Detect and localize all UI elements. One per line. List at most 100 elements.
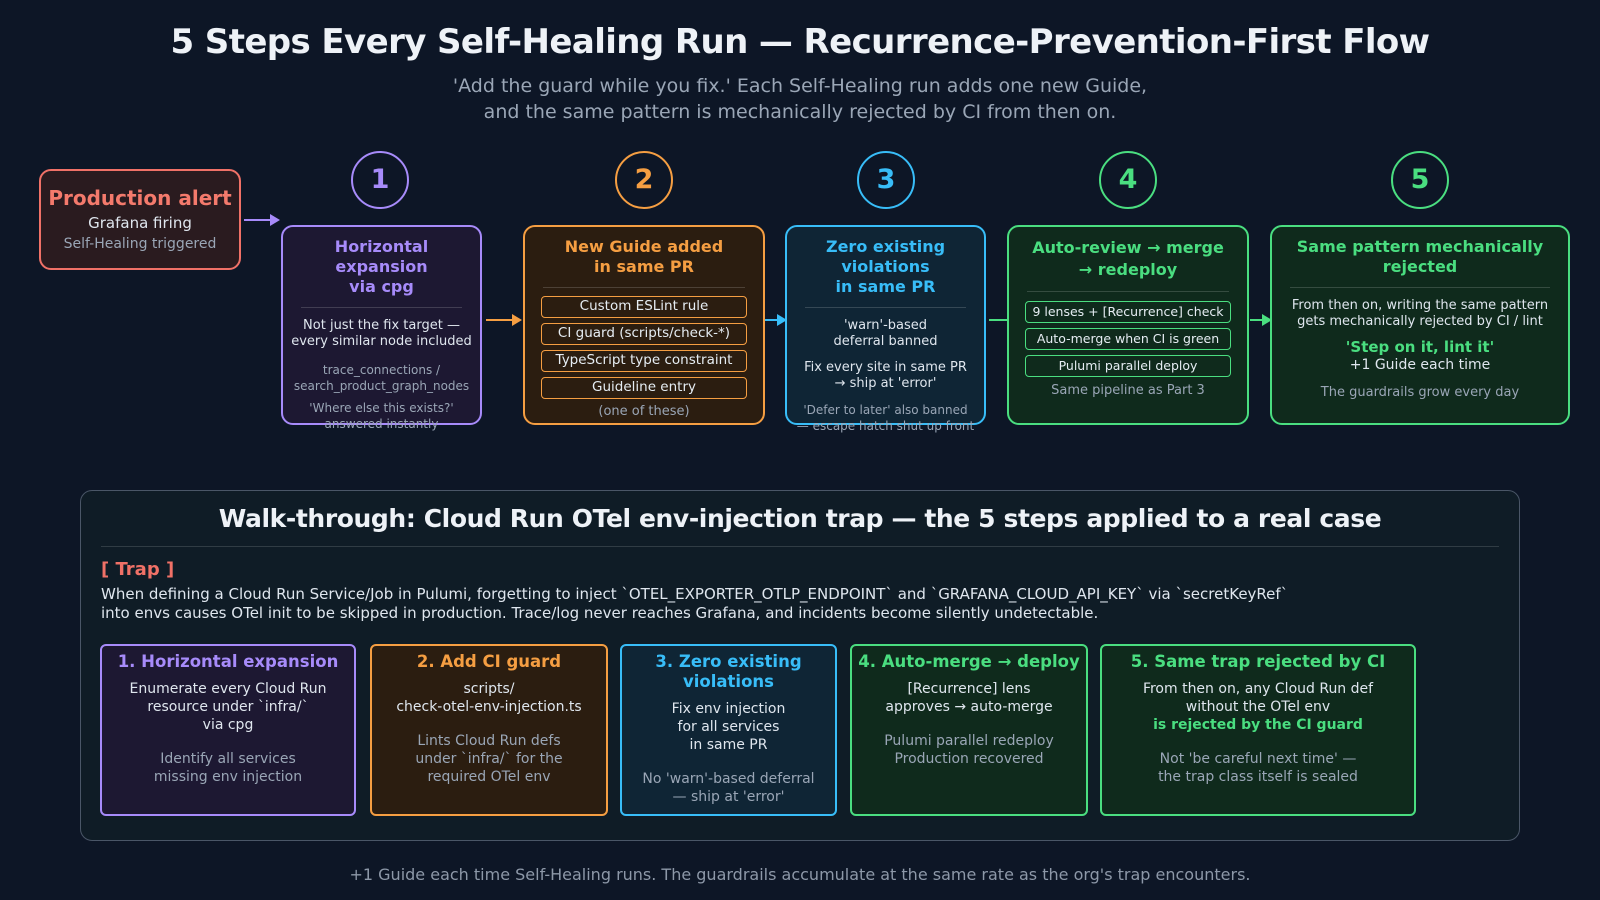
step-1-muted-line-4: answered instantly xyxy=(324,417,439,431)
step-1-body-line-2: every similar node included xyxy=(291,334,472,349)
arrow-step2-to-step3 xyxy=(765,314,787,326)
walkthrough-card-1-muted-1: Identify all services xyxy=(160,751,296,767)
step-3-divider xyxy=(805,307,966,308)
step-4-chip-auto-merge: Auto-merge when CI is green xyxy=(1025,328,1231,350)
step-2-muted-line-1: (one of these) xyxy=(598,404,690,419)
step-3-body-line-1: 'warn'-based xyxy=(843,318,928,333)
step-1-title: Horizontal expansion via cpg xyxy=(291,237,472,297)
step-2-chip-typescript: TypeScript type constraint xyxy=(541,350,747,372)
walkthrough-card-2: 2. Add CI guard scripts/ check-otel-env-… xyxy=(370,644,608,816)
walkthrough-card-3: 3. Zero existing violations Fix env inje… xyxy=(620,644,837,816)
step-4-chip-pulumi: Pulumi parallel deploy xyxy=(1025,355,1231,377)
trap-description: When defining a Cloud Run Service/Job in… xyxy=(101,585,1501,623)
footer-note: +1 Guide each time Self-Healing runs. Th… xyxy=(349,865,1251,884)
step-3-muted-line-2: — escape hatch shut up front xyxy=(796,419,975,433)
production-alert-box: Production alert Grafana firing Self-Hea… xyxy=(39,169,241,270)
step-3-card: Zero existing violations in same PR 'war… xyxy=(785,225,986,433)
step-4-card: Auto-review → merge → redeploy 9 lenses … xyxy=(1007,225,1249,425)
step-4-chip-lenses: 9 lenses + [Recurrence] check xyxy=(1025,301,1231,323)
walkthrough-card-5-line-2: without the OTel env xyxy=(1185,699,1331,715)
walkthrough-divider xyxy=(101,546,1499,547)
walkthrough-card-5-muted-1: Not 'be careful next time' — xyxy=(1159,751,1357,767)
step-2-number: 2 xyxy=(615,151,673,209)
step-2-card: New Guide added in same PR Custom ESLint… xyxy=(523,225,765,425)
subtitle-line-1: 'Add the guard while you fix.' Each Self… xyxy=(452,75,1148,97)
walkthrough-card-2-line-1: scripts/ xyxy=(463,681,515,697)
step-1-muted-line-3: 'Where else this exists?' xyxy=(309,401,454,415)
page-title: 5 Steps Every Self-Healing Run — Recurre… xyxy=(170,22,1431,62)
walkthrough-card-1-line-2: resource under `infra/` xyxy=(147,699,309,715)
step-4-title-line-1: Auto-review → merge xyxy=(1032,238,1224,257)
walkthrough-title: Walk-through: Cloud Run OTel env-injecti… xyxy=(218,504,1382,533)
step-4-number: 4 xyxy=(1099,151,1157,209)
page-subtitle: 'Add the guard while you fix.' Each Self… xyxy=(0,73,1600,125)
arrow-step1-to-step2 xyxy=(486,314,522,326)
step-3-body-line-2: deferral banned xyxy=(833,334,938,349)
step-5-body-line-2: gets mechanically rejected by CI / lint xyxy=(1297,314,1543,329)
walkthrough-card-4-muted-1: Pulumi parallel redeploy xyxy=(884,733,1054,749)
walkthrough-card-5-muted-2: the trap class itself is sealed xyxy=(1158,769,1358,785)
step-1-number: 1 xyxy=(351,151,409,209)
step-1-title-line-1: Horizontal expansion xyxy=(334,237,429,276)
trap-line-2: into envs causes OTel init to be skipped… xyxy=(101,604,1099,622)
walkthrough-card-3-line-2: for all services xyxy=(677,719,780,735)
step-4-divider xyxy=(1027,291,1229,292)
step-3-title-line-1: Zero existing violations xyxy=(825,237,946,276)
walkthrough-card-3-muted-2: — ship at 'error' xyxy=(672,789,785,805)
walkthrough-card-3-title: 3. Zero existing violations xyxy=(655,652,802,691)
trap-line-1: When defining a Cloud Run Service/Job in… xyxy=(101,585,1289,603)
walkthrough-card-5: 5. Same trap rejected by CI From then on… xyxy=(1100,644,1416,816)
walkthrough-card-1-muted-2: missing env injection xyxy=(153,769,303,785)
walkthrough-card-4-title: 4. Auto-merge → deploy xyxy=(858,652,1080,671)
step-1-muted-line-1: trace_connections / xyxy=(322,363,441,377)
step-5-body-line-1: From then on, writing the same pattern xyxy=(1291,298,1549,313)
step-3-body-line-4: → ship at 'error' xyxy=(834,376,937,391)
alert-title: Production alert xyxy=(48,186,232,210)
walkthrough-card-3-muted-1: No 'warn'-based deferral xyxy=(642,771,815,787)
walkthrough-panel: Walk-through: Cloud Run OTel env-injecti… xyxy=(80,490,1520,841)
step-1-title-line-2: via cpg xyxy=(349,277,414,296)
step-3-muted-line-1: 'Defer to later' also banned xyxy=(803,403,968,417)
walkthrough-card-4: 4. Auto-merge → deploy [Recurrence] lens… xyxy=(850,644,1088,816)
walkthrough-card-3-line-1: Fix env injection xyxy=(671,701,786,717)
walkthrough-card-5-strong: is rejected by the CI guard xyxy=(1153,717,1363,733)
walkthrough-card-4-line-1: [Recurrence] lens xyxy=(907,681,1031,697)
walkthrough-card-2-muted-1: Lints Cloud Run defs xyxy=(417,733,561,749)
walkthrough-card-5-line-1: From then on, any Cloud Run def xyxy=(1142,681,1374,697)
step-5-divider xyxy=(1290,287,1550,288)
walkthrough-card-1: 1. Horizontal expansion Enumerate every … xyxy=(100,644,356,816)
step-5-number: 5 xyxy=(1391,151,1449,209)
step-3-body-line-3: Fix every site in same PR xyxy=(804,360,967,375)
alert-line-1: Grafana firing xyxy=(88,214,192,232)
walkthrough-card-1-title: 1. Horizontal expansion xyxy=(117,652,339,671)
step-3-title: Zero existing violations in same PR xyxy=(795,237,976,297)
walkthrough-card-4-muted-2: Production recovered xyxy=(894,751,1044,767)
step-4-title-line-2: → redeploy xyxy=(1078,260,1178,279)
step-5-muted-line-1: The guardrails grow every day xyxy=(1320,385,1520,400)
step-1-divider xyxy=(301,307,462,308)
walkthrough-card-2-muted-3: required OTel env xyxy=(427,769,551,785)
step-5-title: Same pattern mechanically rejected xyxy=(1280,237,1560,277)
connector-step3-to-step4 xyxy=(989,319,1007,321)
step-1-muted-line-2: search_product_graph_nodes xyxy=(293,379,470,393)
step-2-chip-ci-guard: CI guard (scripts/check-*) xyxy=(541,323,747,345)
walkthrough-card-1-line-1: Enumerate every Cloud Run xyxy=(129,681,327,697)
walkthrough-card-5-title: 5. Same trap rejected by CI xyxy=(1130,652,1386,671)
arrow-alert-to-step1 xyxy=(244,214,280,226)
walkthrough-card-4-line-2: approves → auto-merge xyxy=(885,699,1053,715)
step-5-slogan: 'Step on it, lint it' xyxy=(1345,338,1495,356)
step-5-title-line-2: rejected xyxy=(1382,257,1458,276)
alert-line-2: Self-Healing triggered xyxy=(63,236,217,252)
step-1-card: Horizontal expansion via cpg Not just th… xyxy=(281,225,482,431)
walkthrough-card-1-line-3: via cpg xyxy=(202,717,254,733)
walkthrough-card-2-muted-2: under `infra/` for the xyxy=(415,751,563,767)
step-5-title-line-1: Same pattern mechanically xyxy=(1296,237,1544,256)
arrow-step4-to-step5 xyxy=(1250,314,1272,326)
step-2-title: New Guide added in same PR xyxy=(533,237,755,277)
step-4-muted-line-1: Same pipeline as Part 3 xyxy=(1051,383,1205,398)
trap-label: [ Trap ] xyxy=(101,559,175,580)
walkthrough-card-2-line-2: check-otel-env-injection.ts xyxy=(396,699,582,715)
subtitle-line-2: and the same pattern is mechanically rej… xyxy=(483,101,1117,123)
step-2-title-line-1: New Guide added xyxy=(564,237,724,256)
step-2-divider xyxy=(543,287,745,288)
